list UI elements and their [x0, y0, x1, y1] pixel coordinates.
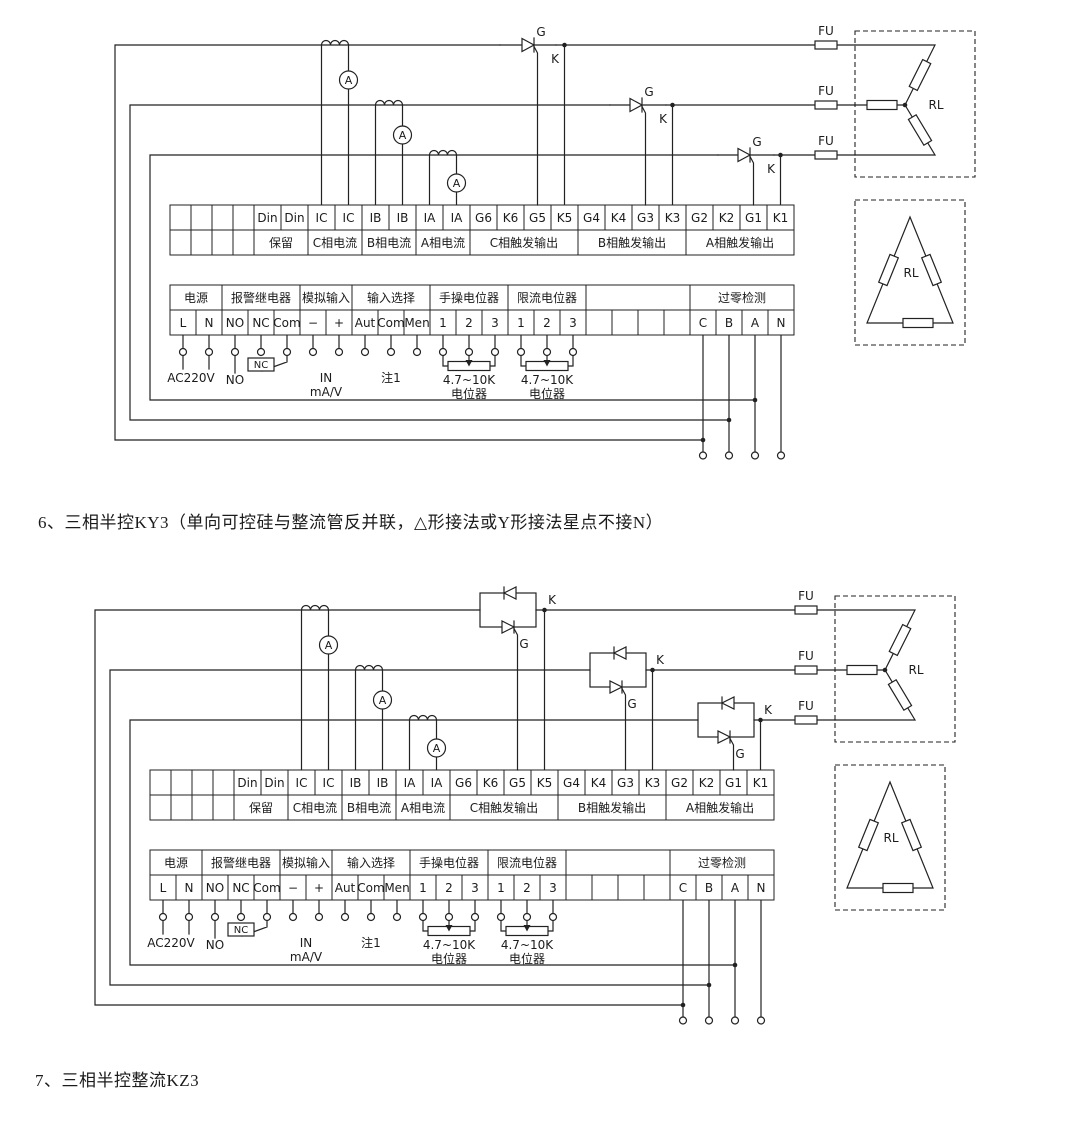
scr-gate-wire [729, 737, 735, 771]
scr-triangle [609, 680, 624, 694]
cathode-label: K [656, 653, 665, 667]
scr-triangle [737, 147, 752, 163]
module-frame [697, 702, 755, 738]
wiring-diagram-upper: A A A FU FU FU [114, 23, 976, 460]
scr-gate-wire [641, 105, 647, 206]
scr-gate-wire [749, 155, 755, 206]
cathode-label: K [764, 703, 773, 717]
wiring-diagram-lower: G K G K G K [94, 586, 956, 1025]
cathode-label: K [551, 52, 560, 66]
scr-series-wires [499, 44, 775, 156]
cathode-label: K [548, 593, 557, 607]
cathode-label: K [767, 162, 776, 176]
module-frame [589, 652, 647, 688]
scr-triangle [521, 37, 536, 53]
gate-label: G [752, 135, 761, 149]
gate-label: G [627, 697, 636, 711]
gate-label: G [536, 25, 545, 39]
gate-label: G [644, 85, 653, 99]
scr-triangle [501, 620, 516, 634]
module-frame [479, 592, 537, 628]
gate-label: G [735, 747, 744, 761]
diode-triangle [612, 646, 627, 660]
caption-section-6: 6、三相半控KY3（单向可控硅与整流管反并联，△形接法或Y形接法星点不接N） [38, 513, 664, 532]
scr-triangle [717, 730, 732, 744]
thyristor-diode-modules: G K G K G K [479, 586, 773, 771]
caption-section-7: 7、三相半控整流KZ3 [35, 1071, 200, 1090]
diode-triangle [720, 696, 735, 710]
cathode-label: K [659, 112, 668, 126]
gate-label: G [519, 637, 528, 651]
scr-gate-wire [533, 45, 539, 206]
scr-gate-wire [513, 627, 519, 771]
scr-triangle [629, 97, 644, 113]
diode-triangle [502, 586, 517, 600]
scr-gate-wire [621, 687, 627, 771]
scr-symbols: G K G K G K [499, 25, 776, 206]
